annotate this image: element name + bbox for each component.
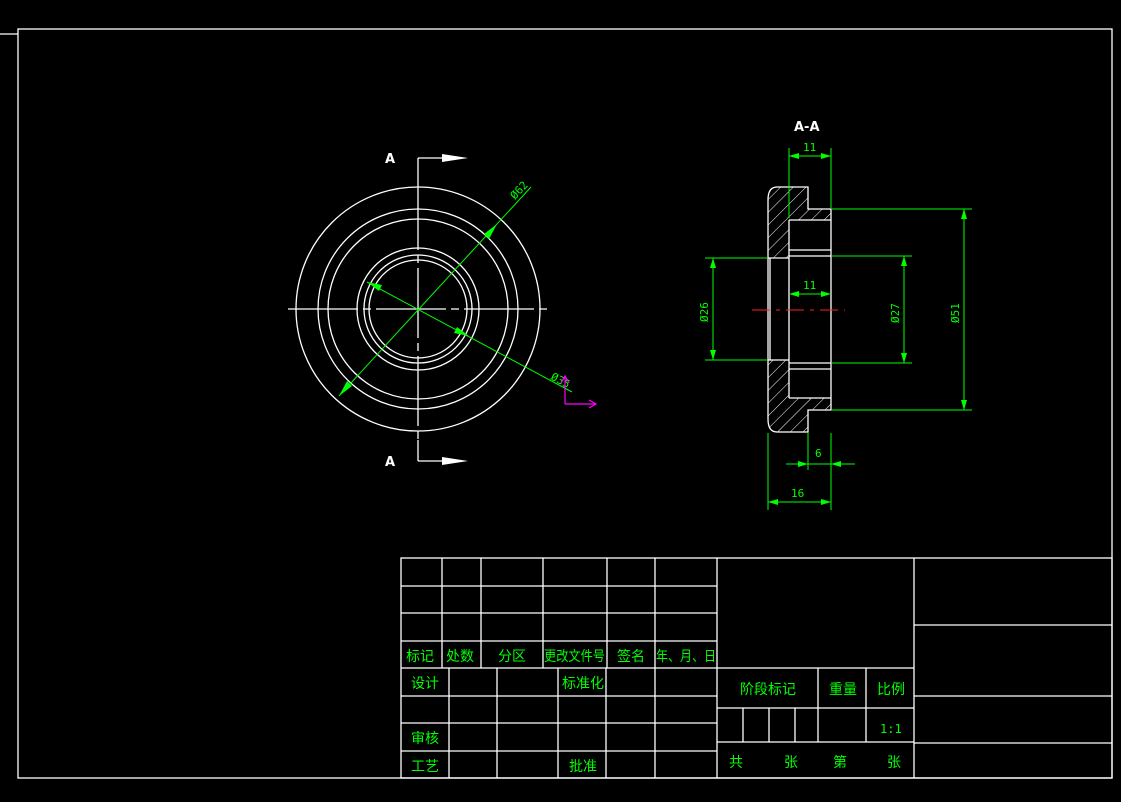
label-stage-mark: 阶段标记: [740, 682, 796, 698]
cut-label-top: A: [385, 152, 395, 167]
right-grid: [914, 624, 1112, 744]
stage-grid: [717, 667, 914, 743]
label-sheets-2: 张: [887, 755, 901, 771]
label-total: 共: [729, 755, 743, 771]
label-process: 工艺: [411, 759, 439, 775]
ucs-icon: [560, 374, 598, 409]
dim-right-dia: Ø51: [832, 208, 972, 411]
dim-total: 16: [767, 433, 831, 510]
label-design: 设计: [411, 676, 439, 692]
label-number: 第: [833, 754, 847, 771]
section-label: A-A: [794, 120, 820, 135]
dim-mid-dia: Ø27: [832, 255, 912, 364]
revision-grid: [401, 558, 717, 669]
section-view: A-A 11: [698, 120, 972, 510]
rev-header-count: 处数: [446, 649, 474, 665]
rev-header-doc: 更改文件号: [544, 649, 605, 665]
label-approve: 批准: [569, 759, 597, 775]
section-marker-bottom: A: [385, 440, 468, 470]
rev-header-sign: 签名: [617, 648, 645, 665]
dim-inner-dia-text: Ø35: [549, 370, 573, 391]
section-inner-lines: [768, 219, 831, 399]
label-review: 审核: [411, 731, 439, 747]
sheet-border: [0, 28, 1113, 779]
dim-inner-dia: Ø35: [366, 281, 573, 393]
label-scale: 比例: [877, 682, 905, 698]
dim-right-dia-text: Ø51: [949, 303, 962, 323]
rev-header-zone: 分区: [498, 649, 526, 665]
cut-label-bottom: A: [385, 455, 395, 470]
title-block: 标记 处数 分区 更改文件号 签名 年、月、日 设计 标准化 审核 工艺 批准 …: [400, 557, 1113, 779]
scale-value: 1:1: [880, 722, 902, 736]
section-hatch-top: [768, 187, 831, 258]
dim-total-text: 16: [791, 487, 804, 500]
dim-width-mid: 11: [789, 279, 831, 297]
rev-header-mark: 标记: [406, 649, 434, 665]
dim-width-mid-text: 11: [803, 279, 816, 292]
section-outline-outer: [767, 186, 832, 433]
section-hatch-bottom: [768, 360, 831, 432]
dim-mid-dia-text: Ø27: [889, 303, 902, 323]
label-weight: 重量: [829, 682, 857, 698]
label-standardize: 标准化: [562, 676, 604, 692]
dim-outer-dia-text: Ø62: [508, 179, 531, 202]
signature-grid: [401, 668, 717, 778]
dim-step-text: 6: [815, 447, 822, 460]
dim-width-top: 11: [788, 141, 832, 218]
label-sheets-1: 张: [784, 755, 798, 771]
dim-step: 6: [786, 433, 855, 510]
rev-header-date: 年、月、日: [656, 649, 716, 665]
section-marker-top: A: [385, 152, 468, 180]
dim-left-dia-text: Ø26: [698, 302, 711, 322]
dim-width-top-text: 11: [803, 141, 816, 154]
dim-left-dia: Ø26: [698, 257, 767, 361]
front-view: A A Ø62 Ø35: [288, 152, 598, 470]
